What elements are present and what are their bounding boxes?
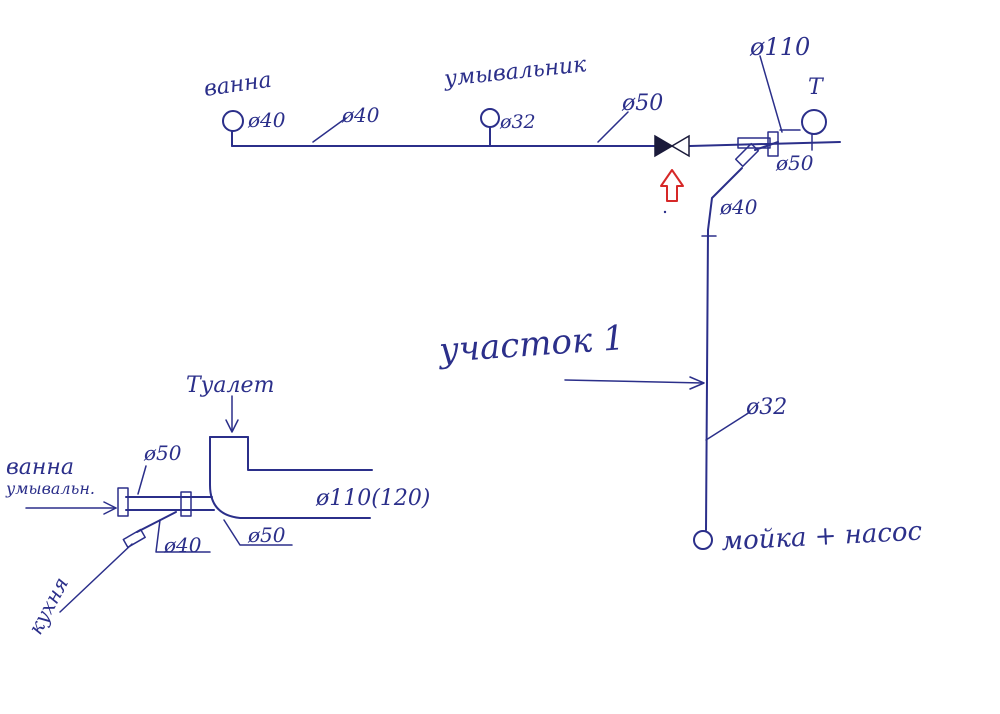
riser-d110-leader (759, 55, 783, 133)
section-1-arrowhead (689, 376, 705, 390)
detail-d50-bottom-label: ø50 (247, 523, 286, 547)
washbasin-diameter-label: ø32 (499, 111, 536, 133)
dot-mark (663, 210, 667, 214)
bath-label: ванна (202, 68, 273, 102)
detail-d50-top-leader (137, 465, 147, 495)
red-arrow-icon (660, 169, 684, 202)
detail-d40-leader (155, 519, 211, 553)
riser-fitting (767, 131, 779, 157)
branch-fitting (734, 142, 760, 168)
washbasin-fixture-circle (480, 108, 500, 128)
tee-d50-label: ø50 (775, 151, 814, 175)
main-d40-leader (312, 117, 347, 143)
detail-coupling (180, 491, 192, 517)
detail-bath-label: ванна (6, 455, 74, 480)
toilet-fixture-circle (801, 109, 827, 135)
detail-d40-label: ø40 (163, 533, 202, 557)
bath-fixture-circle (222, 110, 244, 132)
detail-d40-pipe (136, 511, 177, 533)
section-1-label: участок 1 (436, 318, 626, 371)
detail-toilet-label: Туалет (186, 373, 274, 398)
detail-d50-top-label: ø50 (143, 441, 182, 465)
sink-fixture-circle (693, 530, 713, 550)
detail-cap (117, 487, 129, 517)
section-1-leader (564, 379, 704, 384)
main-d40-label: ø40 (341, 103, 380, 127)
toilet-elbow-inner (247, 436, 373, 471)
detail-inlet-arrowhead (103, 501, 117, 515)
detail-washbasin-label: умывальн. (5, 479, 95, 498)
vertical-riser (705, 229, 709, 531)
sink-pump-label: мойка + насос (721, 517, 923, 557)
upper-scheme: ванна ø40 ø40 умывальник ø32 ø50 ø110 Т (202, 33, 923, 557)
main-d50-leader (597, 111, 629, 143)
bath-diameter-label: ø40 (247, 108, 286, 132)
detail-scheme: Туалет ø110(120) ø50 ванна умывальн. ø40… (5, 373, 430, 638)
lower-d32-label: ø32 (745, 395, 787, 420)
toilet-elbow-outer (209, 436, 371, 519)
lower-d32-leader (705, 411, 751, 441)
valve-icon (654, 134, 690, 158)
detail-d50-bottom-leader (223, 519, 293, 546)
detail-d110-label: ø110(120) (315, 486, 430, 511)
main-pipe-after-valve (689, 141, 841, 147)
main-d50-label: ø50 (621, 91, 663, 116)
tee-fitting (737, 137, 771, 149)
detail-d40-fitting (122, 528, 146, 549)
branch-d40-label: ø40 (719, 195, 758, 219)
detail-kitchen-arrow (59, 543, 133, 613)
washbasin-label: умывальник (442, 52, 588, 92)
branch-pipe-upper (754, 141, 779, 151)
riser-bend (707, 167, 743, 231)
riser-d110-label: ø110 (749, 33, 810, 61)
toilet-t-label: Т (808, 75, 825, 100)
detail-toilet-arrowhead (225, 419, 239, 433)
